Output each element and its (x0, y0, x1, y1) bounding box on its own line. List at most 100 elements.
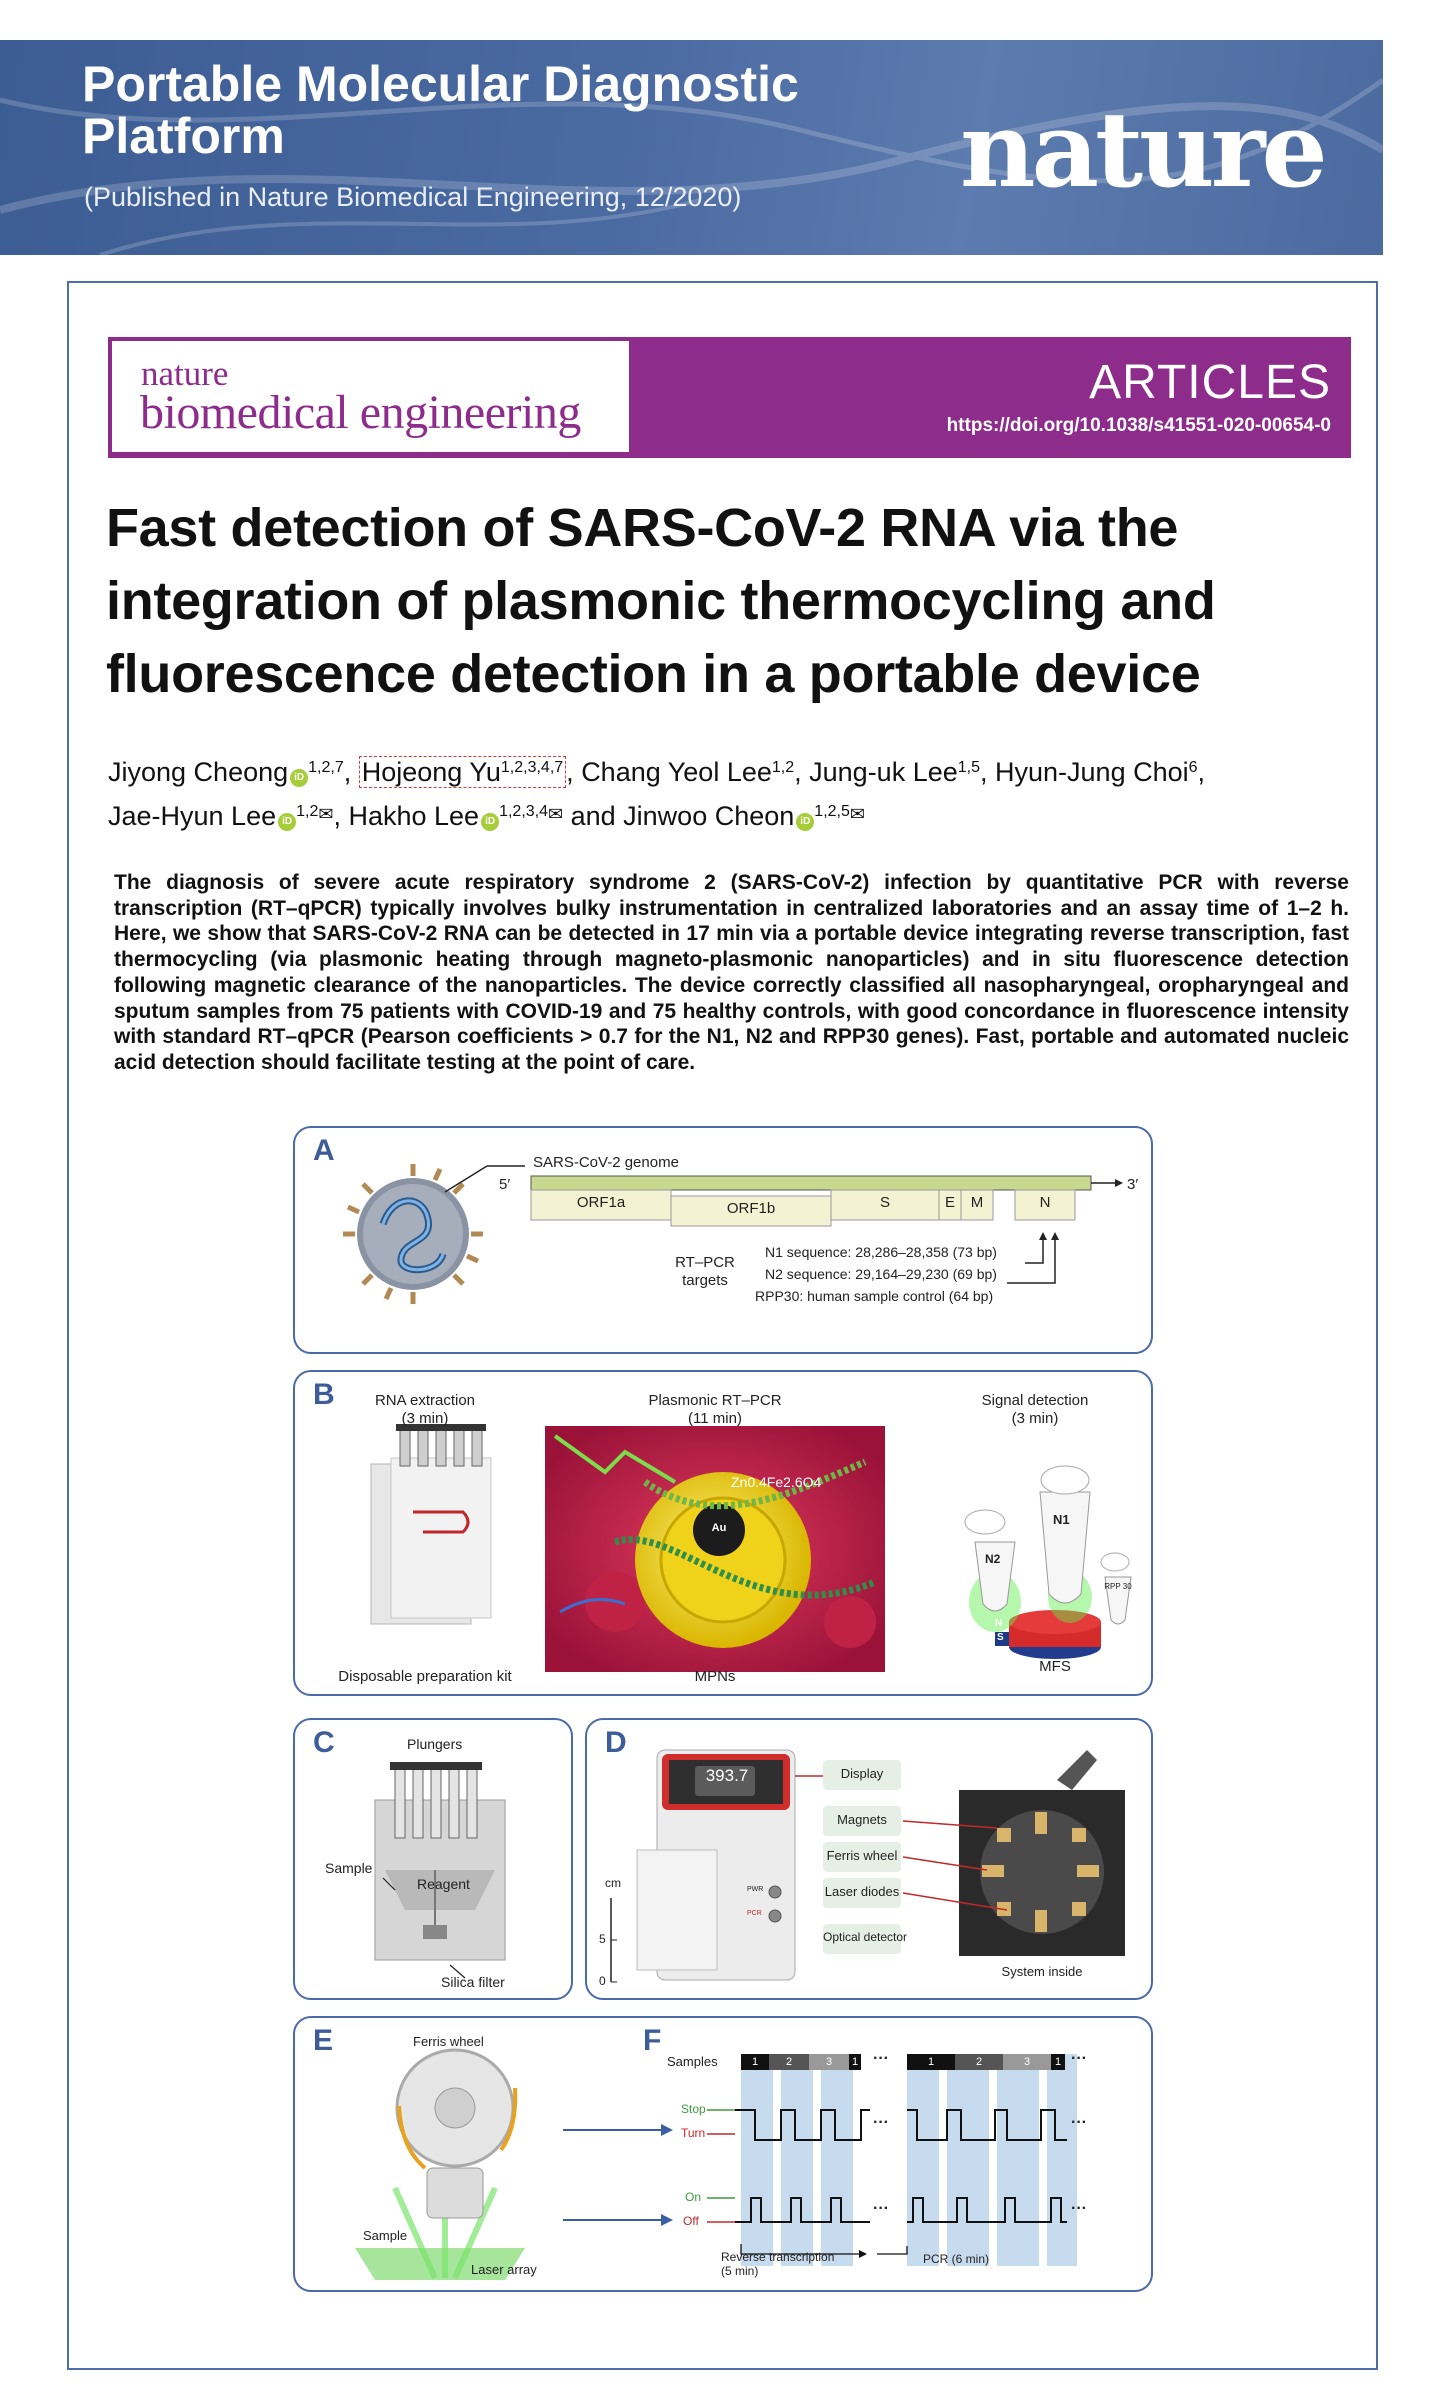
magnet-s-label: S (997, 1632, 1004, 1643)
figure-panel-b: B (293, 1370, 1153, 1696)
sample-seq-4: 1 (851, 2056, 859, 2068)
device-illustration (610, 1749, 1125, 1983)
display-readout: 393.7 (705, 1766, 749, 1785)
n1-sequence: N1 sequence: 28,286–28,358 (73 bp) (765, 1244, 997, 1260)
panel-label-b: B (313, 1378, 335, 1411)
pcr-label: PCR (6 min) (923, 2252, 990, 2266)
gene-orf1a: ORF1a (576, 1194, 626, 1211)
particle-core-label: Au (711, 1522, 727, 1534)
abstract: The diagnosis of severe acute respirator… (114, 871, 1349, 1074)
section-label: ARTICLES (1089, 356, 1331, 409)
ellipsis-rot-end: ··· (1071, 2114, 1087, 2131)
gene-e: E (944, 1194, 955, 1211)
figure-panel-c: C Plungers Sample Reagent Silica filter (293, 1718, 573, 2000)
author-name[interactable]: Jung-uk Lee1,5 (809, 757, 980, 787)
ellipsis-samples-end: ··· (1071, 2050, 1087, 2067)
step1-title: RNA extraction (374, 1392, 476, 1409)
tube-n1-label: N1 (1053, 1512, 1070, 1527)
off-label: Off (683, 2214, 699, 2228)
panel-label-c: C (313, 1726, 335, 1759)
figure-panel-d: D 393.7 PWR (585, 1718, 1153, 2000)
stop-label: Stop (681, 2102, 706, 2116)
pwr-button-label: PWR (747, 1886, 764, 1893)
ellipsis-laser-end: ··· (1071, 2200, 1087, 2217)
sample-seq-6: 2 (975, 2056, 983, 2068)
sample-seq-8: 1 (1054, 2056, 1062, 2068)
step2-title: Plasmonic RT–PCR (648, 1392, 782, 1409)
email-icon[interactable]: ✉ (318, 804, 334, 824)
laser-array-label: Laser array (471, 2262, 537, 2277)
author-name[interactable]: Hojeong Yu1,2,3,4,7 (358, 756, 567, 788)
pcr-button-label: PCR (747, 1910, 762, 1917)
sample-seq-5: 1 (927, 2056, 935, 2068)
step3-title: Signal detection (981, 1392, 1089, 1409)
author-name[interactable]: Chang Yeol Lee1,2 (581, 757, 795, 787)
ellipsis-laser-mid: ··· (873, 2200, 889, 2217)
panel-label-f: F (643, 2024, 662, 2057)
three-prime-label: 3′ (1127, 1176, 1139, 1193)
affiliation-marker: 1,2,5 (814, 803, 850, 820)
step1-caption: Disposable preparation kit (338, 1668, 512, 1685)
gene-orf1b: ORF1b (726, 1200, 776, 1217)
callout-display: Display (840, 1766, 884, 1781)
ellipsis-samples-mid: ··· (873, 2050, 889, 2067)
turn-label: Turn (681, 2126, 706, 2140)
workflow-illustration (370, 1424, 1132, 1672)
ellipsis-rot-mid: ··· (873, 2114, 889, 2131)
step2-caption: MPNs (694, 1668, 736, 1685)
callout-ferris-wheel: Ferris wheel (826, 1848, 898, 1863)
sample-seq-3: 3 (825, 2056, 833, 2068)
plungers-label: Plungers (407, 1736, 463, 1752)
callout-laser-diodes: Laser diodes (824, 1884, 900, 1899)
email-icon[interactable]: ✉ (548, 804, 564, 824)
rt-pcr-targets-label: RT–PCR targets (675, 1254, 735, 1289)
orcid-icon[interactable]: iD (290, 769, 309, 787)
sample-label-c: Sample (325, 1860, 373, 1876)
particle-shell-label: Zn0.4Fe2.6O4 (731, 1474, 822, 1490)
affiliation-marker: 1,2 (771, 759, 795, 776)
figure-panel-a: A SARS-CoV- (293, 1126, 1153, 1354)
reagent-label: Reagent (417, 1876, 470, 1892)
sample-seq-2: 2 (785, 2056, 793, 2068)
header-banner: Portable Molecular Diagnostic Platform (… (0, 40, 1383, 255)
paper-frame (67, 281, 1378, 2370)
affiliation-marker: 1,2,7 (308, 759, 344, 776)
magnet-n-label: N (995, 1618, 1003, 1629)
banner-title: Portable Molecular Diagnostic Platform (82, 56, 799, 164)
on-label: On (685, 2190, 702, 2204)
ferris-and-timing-illustration (355, 2048, 1077, 2280)
rt-label: Reverse transcription (721, 2250, 835, 2264)
author-name[interactable]: Hyun-Jung Choi6 (995, 757, 1198, 787)
rpp30-sequence: RPP30: human sample control (64 bp) (755, 1288, 994, 1304)
doi-link[interactable]: https://doi.org/10.1038/s41551-020-00654… (946, 415, 1331, 436)
kit-illustration (374, 1762, 506, 1979)
orcid-icon[interactable]: iD (278, 813, 297, 831)
step1-time: (3 min) (401, 1410, 449, 1427)
orcid-icon[interactable]: iD (796, 813, 815, 831)
journal-name-line1: nature (141, 354, 229, 393)
step3-time: (3 min) (1011, 1410, 1059, 1427)
scale-unit: cm (605, 1876, 621, 1890)
orcid-icon[interactable]: iD (481, 813, 500, 831)
panel-label-e: E (313, 2024, 334, 2057)
callout-optical-detector: Optical detector (823, 1930, 908, 1944)
banner-texture (0, 77, 1383, 255)
sample-label-e: Sample (363, 2228, 408, 2243)
panel-label-d: D (605, 1726, 627, 1759)
article-title: Fast detection of SARS-CoV-2 RNA via the… (106, 498, 1216, 704)
step2-time: (11 min) (688, 1410, 742, 1427)
five-prime-label: 5′ (499, 1176, 511, 1193)
scale-5: 5 (599, 1932, 606, 1946)
callout-magnets: Magnets (837, 1812, 887, 1827)
email-icon[interactable]: ✉ (849, 804, 865, 824)
genome-title: SARS-CoV-2 genome (533, 1154, 679, 1171)
affiliation-marker: 6 (1188, 759, 1198, 776)
tube-n2-label: N2 (985, 1552, 1001, 1566)
journal-logo-box: nature biomedical engineering (112, 341, 629, 452)
affiliation-marker: 1,2,3,4 (499, 803, 549, 820)
